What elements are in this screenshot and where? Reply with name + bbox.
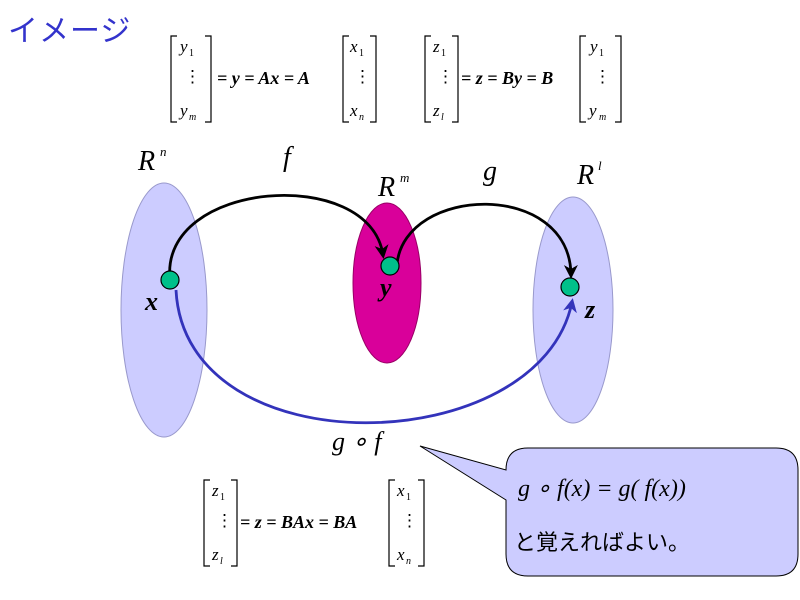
svg-text:m: m <box>400 170 409 185</box>
svg-text:R: R <box>576 160 594 191</box>
point-x <box>160 270 180 290</box>
bracket <box>579 35 586 123</box>
subscript: 1 <box>220 492 225 503</box>
vdots: ⋮ <box>184 67 201 86</box>
equation-3: z 1 ⋮ z l = z = BAx = BA x 1 ⋮ x n <box>203 479 425 567</box>
subscript: m <box>189 112 196 123</box>
vdots: ⋮ <box>354 67 371 86</box>
map-label-f: f <box>283 142 294 173</box>
map-label-g: g <box>483 156 497 187</box>
point-label-y: y <box>377 273 392 302</box>
vector-entry: y <box>178 37 188 56</box>
bracket <box>388 479 395 567</box>
equation-middle: = z = BAx = BA <box>240 512 357 532</box>
bracket <box>342 35 349 123</box>
vector-entry: z <box>432 37 440 56</box>
domain-ellipse-right <box>532 196 614 424</box>
svg-text:n: n <box>160 144 167 159</box>
point-z <box>560 277 580 297</box>
svg-text:l: l <box>598 158 602 173</box>
subscript: 1 <box>189 48 194 59</box>
vector-entry: z <box>211 481 219 500</box>
vector-entry: z <box>432 101 440 120</box>
vdots: ⋮ <box>594 67 611 86</box>
svg-text:R: R <box>377 172 395 203</box>
arrow-f <box>168 194 389 280</box>
domain-ellipse-left <box>120 182 208 438</box>
equation-2: z 1 ⋮ z l = z = By = B y 1 ⋮ y m <box>424 35 622 123</box>
vdots: ⋮ <box>401 511 418 530</box>
subscript: l <box>220 556 223 567</box>
equation-1: y 1 ⋮ y m = y = Ax = A x 1 ⋮ x n <box>170 35 377 123</box>
bracket <box>370 35 377 123</box>
bracket <box>615 35 622 123</box>
subscript: n <box>406 556 411 567</box>
bracket <box>418 479 425 567</box>
vector-entry: y <box>178 101 188 120</box>
svg-text:R: R <box>137 146 155 177</box>
subscript: l <box>441 112 444 123</box>
vector-entry: x <box>396 545 405 564</box>
subscript: 1 <box>441 48 446 59</box>
point-label-z: z <box>584 295 596 324</box>
vector-entry: x <box>396 481 405 500</box>
subscript: 1 <box>406 492 411 503</box>
bracket <box>170 35 177 123</box>
space-label-middle: R m <box>377 170 409 203</box>
vector-entry: x <box>349 101 358 120</box>
bracket <box>205 35 212 123</box>
bracket <box>231 479 238 567</box>
vector-entry: y <box>588 37 598 56</box>
bracket <box>452 35 459 123</box>
map-label-composite: g ∘ f <box>332 427 385 456</box>
vdots: ⋮ <box>437 67 454 86</box>
bracket <box>203 479 210 567</box>
equation-middle: = z = By = B <box>461 68 553 88</box>
callout-text: と覚えればよい。 <box>514 531 690 556</box>
vector-entry: y <box>587 101 597 120</box>
vector-entry: z <box>211 545 219 564</box>
subscript: 1 <box>359 48 364 59</box>
vector-entry: x <box>349 37 358 56</box>
arrow-g <box>395 202 578 279</box>
point-label-x: x <box>144 287 158 316</box>
subscript: n <box>359 112 364 123</box>
page-title: イメージ <box>8 14 132 49</box>
equation-middle: = y = Ax = A <box>217 68 310 88</box>
subscript: 1 <box>599 48 604 59</box>
space-label-left: R n <box>137 144 167 177</box>
arrow-composite <box>174 289 577 425</box>
point-y <box>380 256 400 276</box>
bracket <box>424 35 431 123</box>
space-label-right: R l <box>576 158 602 191</box>
vdots: ⋮ <box>216 511 233 530</box>
subscript: m <box>599 112 606 123</box>
callout-box <box>419 445 799 577</box>
callout-formula: g ∘ f(x) = g( f(x)) <box>518 476 686 502</box>
